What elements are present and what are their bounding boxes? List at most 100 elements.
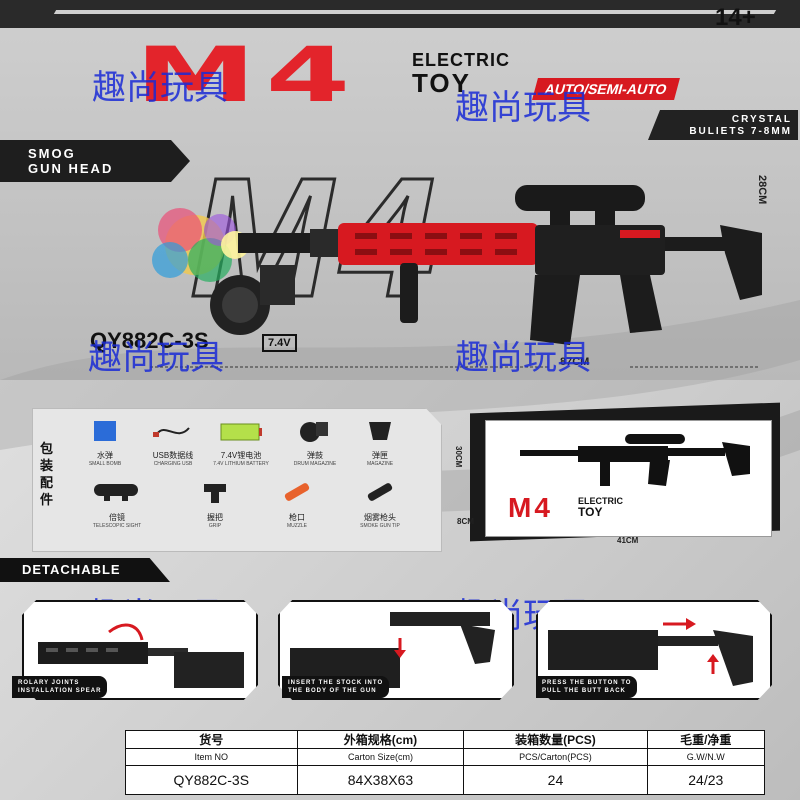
- step-2-caption-line1: INSERT THE STOCK INTO: [288, 680, 384, 686]
- drum-magazine-icon: [300, 422, 328, 442]
- accessory-name: 弹鼓: [307, 451, 323, 460]
- step-3-caption: PRESS THE BUTTON TO PULL THE BUTT BACK: [536, 676, 638, 698]
- accessory-item: 7.4V锂电池 7.4V LITHIUM BATTERY: [206, 420, 276, 468]
- smog-badge: SMOG GUN HEAD: [0, 140, 190, 182]
- watermark-3: 趣尚玩具: [88, 338, 224, 378]
- accessory-name-en: MAGAZINE: [366, 461, 394, 467]
- muzzle-icon: [284, 483, 310, 501]
- step-1-caption-line1: ROLARY JOINTS: [18, 680, 80, 686]
- header-weight: 毛重/净重: [646, 730, 766, 749]
- accessory-name-en: SMOKE GUN TIP: [360, 523, 400, 529]
- value-item-no: QY882C-3S: [125, 765, 298, 795]
- accessory-item: 倍镜 TELESCOPIC SIGHT: [82, 480, 152, 530]
- magazine-part: [530, 275, 580, 345]
- header-pcs-carton-en: PCS/Carton(PCS): [463, 748, 648, 766]
- scope-part: [515, 185, 645, 211]
- accessory-name-en: CHARGING USB: [153, 461, 193, 467]
- header-item-no-en: Item NO: [125, 748, 298, 766]
- header-carton-size: 外箱规格(cm): [296, 730, 465, 749]
- box-gun-image: [520, 434, 750, 486]
- accessory-name: 握把: [207, 513, 223, 522]
- electric-label: ELECTRIC: [412, 50, 510, 70]
- accessory-item: 烟雾枪头 SMOKE GUN TIP: [345, 480, 415, 530]
- accessory-name: 倍镜: [109, 513, 125, 522]
- spec-table: 货号 外箱规格(cm) 装箱数量(PCS) 毛重/净重 Item NO Cart…: [125, 730, 766, 795]
- accessory-name: USB数据线: [152, 451, 194, 460]
- box-height-dimension: 30CM: [454, 446, 463, 468]
- top-strip: [0, 0, 800, 28]
- step-3-caption-line1: PRESS THE BUTTON TO: [542, 680, 632, 686]
- accessory-name-en: MUZZLE: [287, 523, 307, 529]
- accessory-name-en: GRIP: [208, 523, 222, 529]
- accessory-item: 弹鼓 DRUM MAGAZINE: [280, 420, 350, 468]
- table-row: 货号 外箱规格(cm) 装箱数量(PCS) 毛重/净重: [125, 730, 766, 749]
- step-1-caption: ROLARY JOINTS INSTALLATION SPEAR: [12, 676, 108, 698]
- value-pcs-carton: 24: [463, 765, 648, 795]
- smog-line2: GUN HEAD: [28, 161, 114, 176]
- toy-label: TOY: [412, 68, 471, 98]
- box-depth-dimension: 8CM: [457, 517, 474, 526]
- box-toy-label: TOY: [578, 505, 603, 519]
- header-weight-en: G.W/N.W: [646, 748, 766, 766]
- header-item-no: 货号: [125, 730, 298, 749]
- accessory-item: 枪口 MUZZLE: [262, 480, 332, 530]
- water-beads-icon: [94, 421, 116, 441]
- length-dimension: 87CM: [560, 356, 590, 368]
- step-3-image: [548, 618, 753, 686]
- table-row: QY882C-3S 84X38X63 24 24/23: [125, 765, 766, 795]
- value-carton-size: 84X38X63: [296, 765, 465, 795]
- smog-line1: SMOG: [28, 146, 76, 161]
- step-1-caption-line2: INSTALLATION SPEAR: [18, 688, 102, 694]
- table-row: Item NO Carton Size(cm) PCS/Carton(PCS) …: [125, 748, 766, 766]
- accessory-name-en: SMALL BOMB: [88, 461, 122, 467]
- watermark-2: 趣尚玩具: [455, 88, 591, 128]
- accessory-item: 水弹 SMALL BOMB: [70, 420, 140, 468]
- box-title: M4: [508, 492, 553, 523]
- accessory-name: 7.4V锂电池: [220, 451, 262, 460]
- accessory-name-en: 7.4V LITHIUM BATTERY: [213, 461, 269, 467]
- accessory-item: 弹匣 MAGAZINE: [345, 420, 415, 468]
- accessory-item: USB数据线 CHARGING USB: [138, 420, 208, 468]
- handguard-part: [338, 223, 538, 265]
- foregrip-part: [400, 263, 418, 323]
- crystal-line1: CRYSTAL: [731, 114, 792, 125]
- value-weight: 24/23: [646, 765, 766, 795]
- detachable-label: DETACHABLE: [0, 558, 170, 582]
- crystal-badge: CRYSTAL BULIETS 7-8MM: [648, 110, 798, 140]
- usb-cable-icon: [153, 427, 190, 437]
- header-carton-size-en: Carton Size(cm): [296, 748, 465, 766]
- age-rating: 14+: [715, 4, 756, 31]
- watermark-4: 趣尚玩具: [455, 338, 591, 378]
- step-1-image: [38, 623, 244, 688]
- magazine-icon: [369, 422, 391, 440]
- product-title: M4: [135, 30, 360, 119]
- crystal-line2: BULIETS 7-8MM: [689, 126, 792, 137]
- grip-icon: [204, 484, 226, 503]
- battery-tag: 7.4V: [262, 334, 297, 352]
- accessory-name-en: DRUM MAGAZINE: [293, 461, 337, 467]
- watermark-1: 趣尚玩具: [92, 68, 228, 108]
- box-electric-label: ELECTRIC: [578, 496, 623, 506]
- scope-icon: [94, 484, 138, 501]
- rotate-arrow-icon: [108, 623, 144, 641]
- length-dimension-line: [150, 366, 760, 368]
- accessory-name: 烟雾枪头: [364, 513, 396, 522]
- model-number: QY882C-3S: [90, 328, 209, 353]
- height-dimension: 28CM: [756, 175, 768, 205]
- accessory-name-en: TELESCOPIC SIGHT: [92, 523, 142, 529]
- toy-gun-image: [152, 185, 762, 345]
- accessory-item: 握把 GRIP: [180, 480, 250, 530]
- pistol-grip-part: [620, 275, 662, 333]
- package-label: 包装配件: [40, 441, 54, 507]
- header-pcs-carton: 装箱数量(PCS): [463, 730, 648, 749]
- step-2-caption-line2: THE BODY OF THE GUN: [288, 688, 377, 694]
- stock-part: [720, 225, 762, 300]
- smoke-burst-icon: [152, 208, 249, 282]
- accessory-name: 水弹: [97, 451, 113, 460]
- accessory-name: 枪口: [289, 513, 305, 522]
- step-3-caption-line2: PULL THE BUTT BACK: [542, 688, 626, 694]
- accessory-name: 弹匣: [372, 451, 388, 460]
- step-2-caption: INSERT THE STOCK INTO THE BODY OF THE GU…: [282, 676, 390, 698]
- box-width-dimension: 41CM: [617, 536, 639, 545]
- battery-icon: [220, 423, 262, 441]
